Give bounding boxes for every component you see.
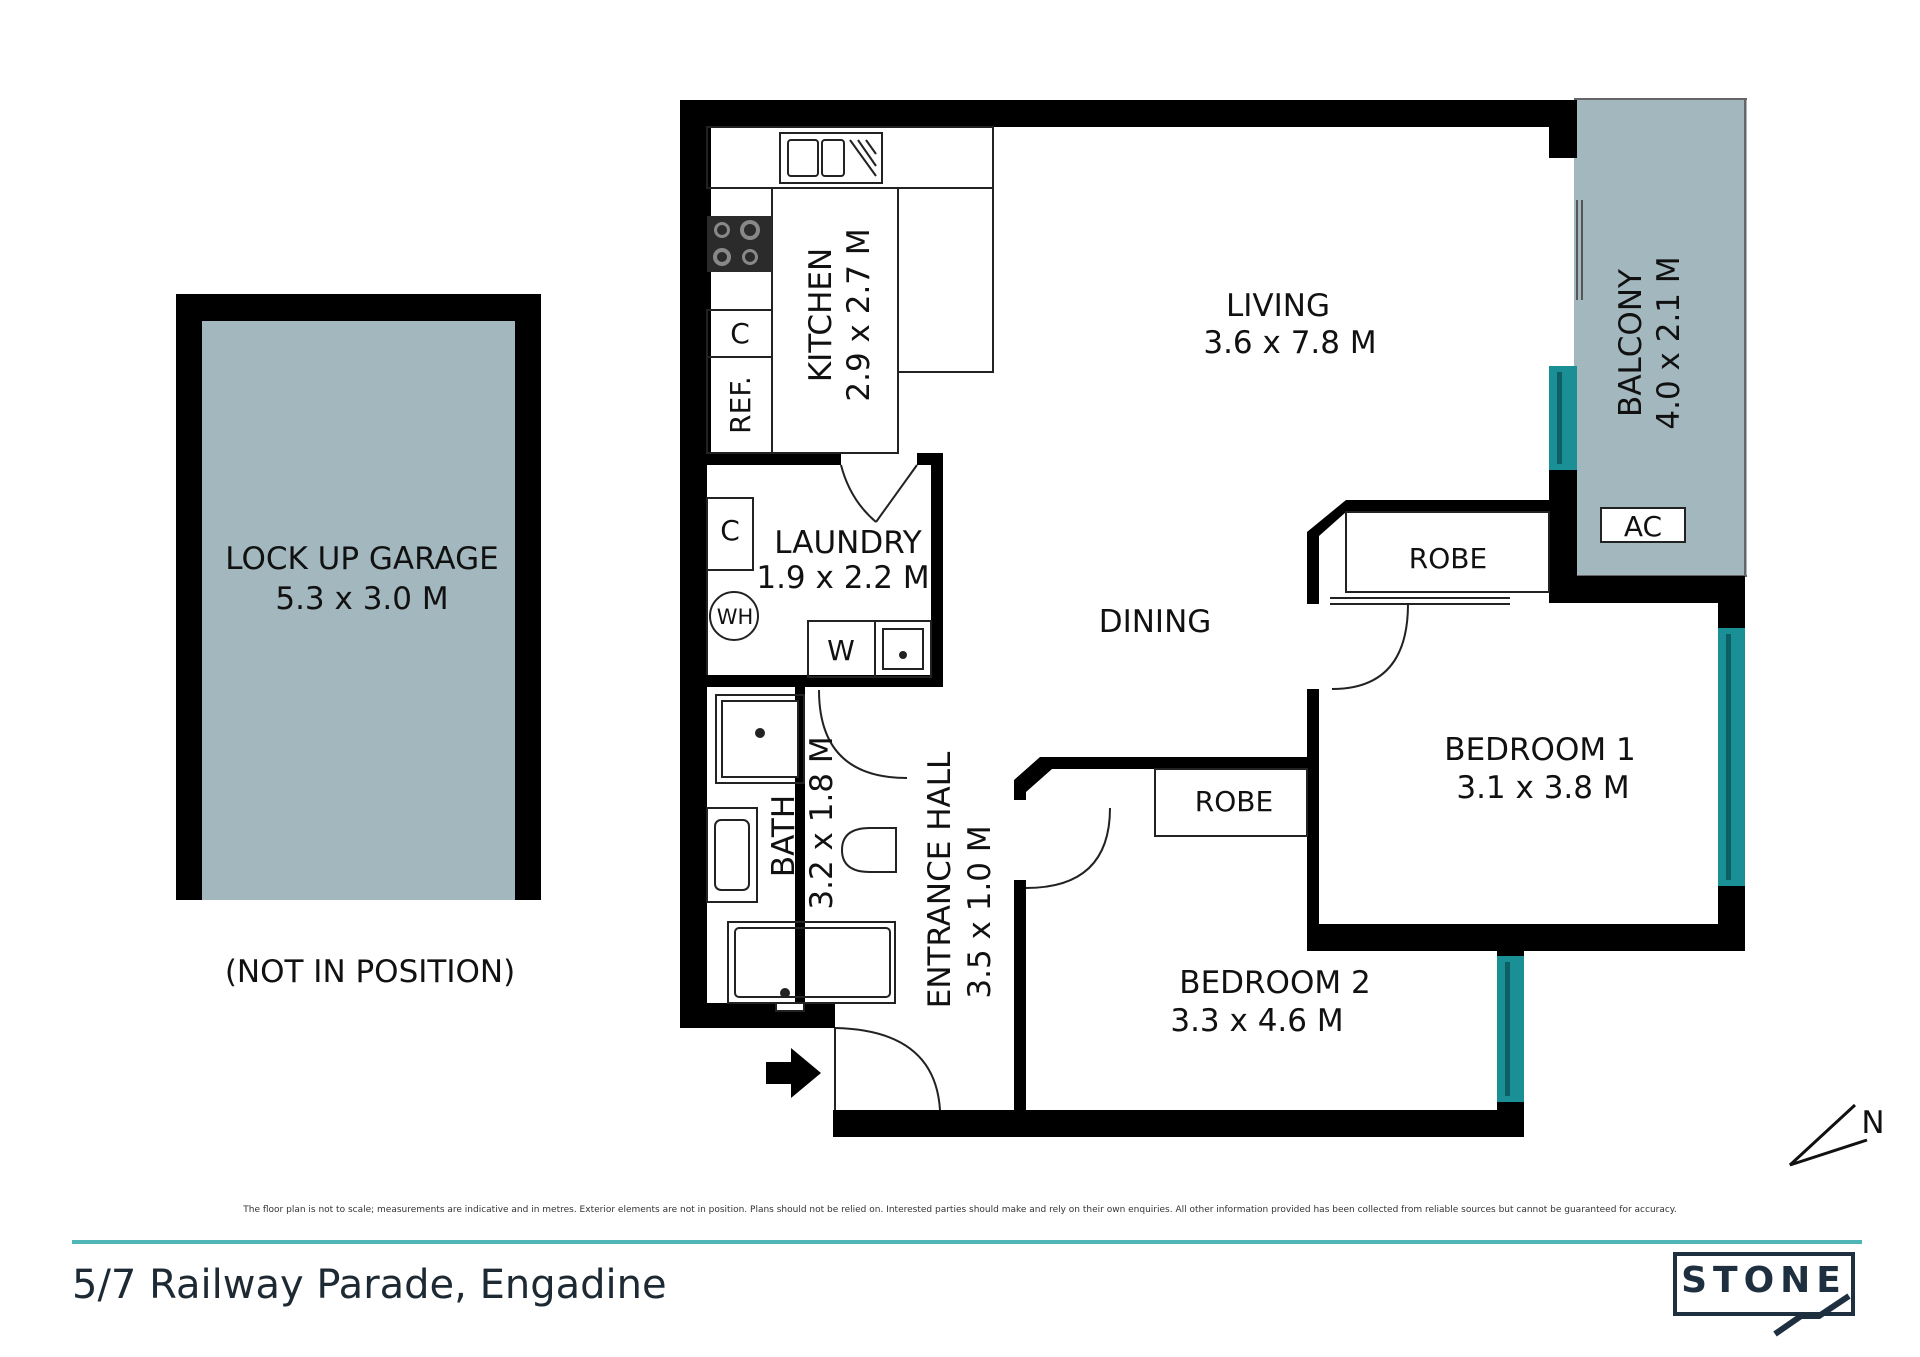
garage-size: 5.3 x 3.0 M xyxy=(275,581,448,617)
footer-rule xyxy=(72,1240,1862,1244)
ac-unit xyxy=(1600,507,1686,543)
garage xyxy=(176,294,541,900)
bedroom1-window xyxy=(1718,628,1745,886)
walls xyxy=(680,100,1745,1137)
garage-name: LOCK UP GARAGE xyxy=(225,541,498,577)
laundry-size: 1.9 x 2.2 M xyxy=(756,560,929,596)
bedroom2-size: 3.3 x 4.6 M xyxy=(1170,1003,1343,1039)
entrance-hall-name: ENTRANCE HALL xyxy=(922,751,958,1008)
balcony-slider xyxy=(1576,200,1583,300)
kitchen-size: 2.9 x 2.7 M xyxy=(841,228,877,401)
bath-fixtures xyxy=(706,689,908,1012)
living-name: LIVING xyxy=(1226,288,1330,324)
brand-logo: STONE xyxy=(1673,1252,1859,1342)
compass-label: N xyxy=(1861,1105,1884,1141)
bedroom2-window xyxy=(1497,956,1524,1102)
dining-name: DINING xyxy=(1099,604,1212,640)
balcony-door xyxy=(1549,366,1577,470)
kitchen-name: KITCHEN xyxy=(803,248,839,382)
bedroom1-robe xyxy=(1330,511,1550,690)
water-heater-label: WH xyxy=(717,605,754,629)
north-compass-icon xyxy=(1788,1103,1868,1167)
bedroom2-name: BEDROOM 2 xyxy=(1179,965,1370,1001)
bedroom2-robe-label: ROBE xyxy=(1195,785,1273,818)
bath-size: 3.2 x 1.8 M xyxy=(804,736,840,909)
washer-label: W xyxy=(827,634,855,667)
water-heater xyxy=(709,591,759,641)
bath-name: BATH xyxy=(766,795,802,877)
entrance-hall-size: 3.5 x 1.0 M xyxy=(962,825,998,998)
logo-swoosh-icon xyxy=(1773,1293,1851,1337)
disclaimer: The floor plan is not to scale; measurem… xyxy=(243,1205,1677,1215)
bedroom1-name: BEDROOM 1 xyxy=(1444,732,1635,768)
brand-name: STONE xyxy=(1681,1260,1847,1301)
laundry-fixtures xyxy=(706,464,932,678)
balcony xyxy=(1574,98,1747,577)
entry-arrow-icon xyxy=(766,1048,821,1098)
living-size: 3.6 x 7.8 M xyxy=(1203,325,1376,361)
kitchen-cupboard-label: C xyxy=(730,317,750,350)
balcony-size: 4.0 x 2.1 M xyxy=(1651,256,1687,429)
garage-note: (NOT IN POSITION) xyxy=(225,954,515,990)
bedroom2-robe xyxy=(1025,768,1308,889)
ac-label: AC xyxy=(1624,510,1662,543)
fridge-label: REF. xyxy=(724,376,757,434)
balcony-name: BALCONY xyxy=(1613,269,1649,417)
logo-frame xyxy=(1673,1252,1855,1316)
bedroom1-size: 3.1 x 3.8 M xyxy=(1456,770,1629,806)
entry-door xyxy=(834,1027,941,1111)
property-address: 5/7 Railway Parade, Engadine xyxy=(72,1262,667,1308)
laundry-name: LAUNDRY xyxy=(774,525,921,561)
bedroom1-robe-label: ROBE xyxy=(1409,542,1487,575)
laundry-cupboard-label: C xyxy=(720,514,740,547)
cooktop xyxy=(707,216,772,272)
kitchen-fixtures xyxy=(706,126,994,454)
